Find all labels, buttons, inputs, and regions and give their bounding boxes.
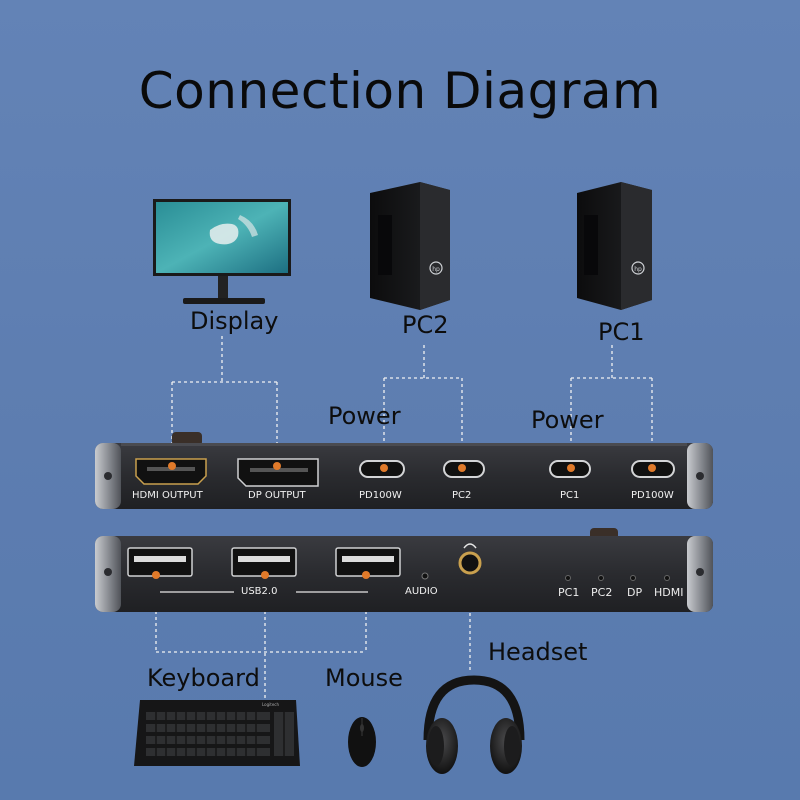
port-label-dp-output: DP OUTPUT [248,490,306,501]
port-label-hdmi-output: HDMI OUTPUT [132,490,203,501]
keyboard-label: Keyboard [147,664,260,692]
page-title: Connection Diagram [138,62,662,120]
back-panel [95,432,713,509]
pc1-label: PC1 [598,318,645,346]
headset-label: Headset [488,638,588,666]
port-label-pd100w-right: PD100W [631,490,674,501]
audio-label: AUDIO [405,586,438,597]
power-label-right: Power [531,406,604,434]
port-label-pc1: PC1 [560,490,580,501]
port-label-pc2: PC2 [452,490,472,501]
keyboard-brand: Logitech [262,702,279,707]
mouse-device [348,717,376,767]
indicator-dp: DP [627,586,643,599]
power-label-left: Power [328,402,401,430]
front-panel [95,528,713,612]
pc1-tower: hp [577,182,652,310]
pc1-brand: hp [634,266,642,273]
indicator-pc1: PC1 [558,586,580,599]
pc2-tower: hp [370,182,450,310]
usb-label: USB2.0 [241,586,278,597]
port-label-pd100w-left: PD100W [359,490,402,501]
mouse-label: Mouse [325,664,403,692]
pc2-label: PC2 [402,311,449,339]
headset-device [423,675,525,774]
indicator-hdmi: HDMI [654,586,684,599]
display-monitor [153,199,291,304]
pc2-brand: hp [432,266,440,273]
display-label: Display [190,307,279,335]
indicator-pc2: PC2 [591,586,613,599]
connector-dots [152,462,656,579]
keyboard-device: Logitech [134,700,300,766]
